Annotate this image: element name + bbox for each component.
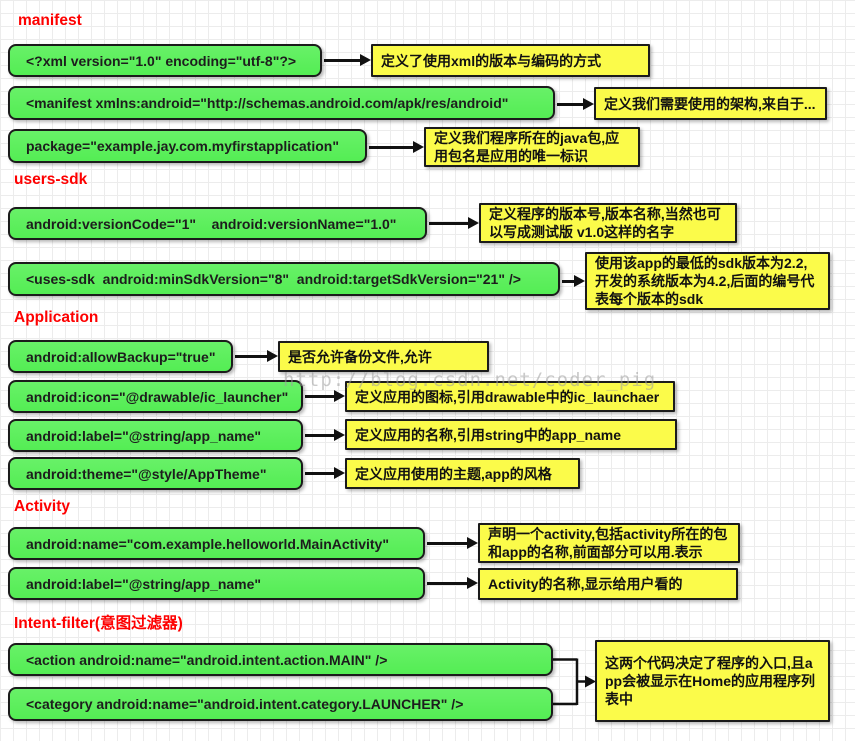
code-box-icon: android:icon="@drawable/ic_launcher": [8, 380, 303, 413]
code-box-uses-sdk: <uses-sdk android:minSdkVersion="8" andr…: [8, 262, 560, 296]
code-box-manifest-xmlns: <manifest xmlns:android="http://schemas.…: [8, 86, 555, 120]
merge-connector-lines: [552, 658, 596, 706]
code-box-theme: android:theme="@style/AppTheme": [8, 457, 303, 490]
heading-manifest: manifest: [18, 12, 82, 29]
note-box-allow-backup: 是否允许备份文件,允许: [278, 341, 489, 372]
arrow-activity-name: [427, 537, 478, 548]
note-box-uses-sdk: 使用该app的最低的sdk版本为2.2,开发的系统版本为4.2,后面的编号代表每…: [585, 252, 830, 310]
code-box-allow-backup: android:allowBackup="true": [8, 340, 233, 373]
note-box-app-label: 定义应用的名称,引用string中的app_name: [345, 419, 677, 450]
note-box-activity-name: 声明一个activity,包括activity所在的包和app的名称,前面部分可…: [478, 523, 740, 563]
note-box-intent-filter: 这两个代码决定了程序的入口,且app会被显示在Home的应用程序列表中: [595, 640, 830, 722]
code-box-app-label: android:label="@string/app_name": [8, 419, 303, 452]
arrow-manifest-xmlns: [557, 98, 594, 109]
note-box-manifest-xmlns: 定义我们需要使用的架构,来自于...: [594, 87, 827, 120]
heading-application: Application: [14, 309, 99, 326]
arrow-allow-backup: [235, 350, 278, 361]
arrow-version: [429, 217, 479, 228]
heading-users-sdk: users-sdk: [14, 171, 88, 188]
code-box-category-launcher: <category android:name="android.intent.c…: [8, 687, 553, 721]
note-box-theme: 定义应用使用的主题,app的风格: [345, 458, 580, 489]
arrow-xml-declaration: [324, 54, 371, 65]
arrow-activity-label: [427, 577, 478, 588]
arrow-theme: [305, 467, 345, 478]
code-box-package: package="example.jay.com.myfirstapplicat…: [8, 129, 367, 163]
note-box-xml-declaration: 定义了使用xml的版本与编码的方式: [371, 44, 650, 77]
heading-activity: Activity: [14, 498, 70, 515]
code-box-activity-label: android:label="@string/app_name": [8, 567, 425, 600]
note-box-icon: 定义应用的图标,引用drawable中的ic_launchaer: [345, 381, 675, 412]
note-box-package: 定义我们程序所在的java包,应用包名是应用的唯一标识: [424, 127, 640, 167]
arrow-app-label: [305, 429, 345, 440]
code-box-action-main: <action android:name="android.intent.act…: [8, 643, 553, 676]
note-box-activity-label: Activity的名称,显示给用户看的: [478, 568, 738, 600]
code-box-version: android:versionCode="1" android:versionN…: [8, 207, 427, 240]
code-box-activity-name: android:name="com.example.helloworld.Mai…: [8, 527, 425, 560]
arrow-icon: [305, 390, 345, 401]
arrow-package: [369, 141, 424, 152]
code-box-xml-declaration: <?xml version="1.0" encoding="utf-8"?>: [8, 44, 322, 77]
heading-intent-filter: Intent-filter(意图过滤器): [14, 615, 183, 632]
note-box-version: 定义程序的版本号,版本名称,当然也可以写成测试版 v1.0这样的名字: [479, 203, 737, 243]
arrow-uses-sdk: [562, 275, 585, 286]
